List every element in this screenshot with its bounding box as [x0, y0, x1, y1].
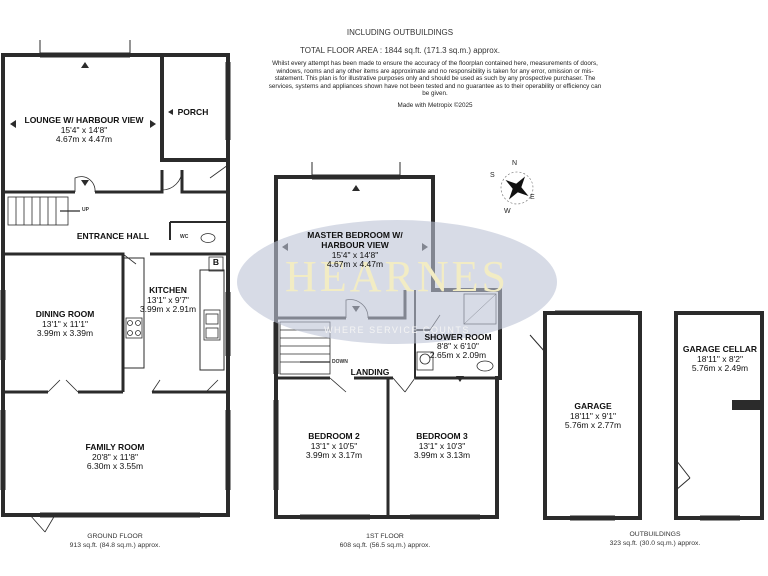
compass-icon — [500, 171, 534, 205]
porch-name: PORCH — [177, 107, 209, 117]
first-floor-outer-wall — [274, 175, 502, 519]
first-floor-label: 1ST FLOOR — [366, 533, 404, 540]
bed2-imperial: 13'1" x 10'5" — [310, 441, 358, 451]
kitchen-imperial: 13'1" x 9'7" — [147, 295, 189, 305]
cellar-metric: 5.76m x 2.49m — [691, 363, 749, 373]
bed2-name: BEDROOM 2 — [308, 431, 360, 441]
cellar-name: GARAGE CELLAR — [682, 344, 758, 354]
kitchen-worktop-right — [199, 269, 225, 371]
watermark-tagline: WHERE SERVICE COUNTS — [324, 325, 470, 335]
family-metric: 6.30m x 3.55m — [86, 461, 144, 471]
family-name: FAMILY ROOM — [85, 442, 145, 452]
credit: Made with Metropix ©2025 — [397, 102, 473, 109]
ground-windows — [0, 40, 231, 518]
porch-arrows — [168, 109, 173, 115]
compass-n: N — [512, 160, 518, 167]
entrance-hall-name: ENTRANCE HALL — [76, 231, 150, 241]
family-imperial: 20'8" x 11'8" — [92, 452, 138, 462]
garage-metric: 5.76m x 2.77m — [564, 420, 622, 430]
watermark-ellipse — [237, 220, 557, 344]
sink — [203, 309, 221, 341]
boiler-label: B — [212, 257, 220, 267]
disclaimer: Whilst every attempt has been made to en… — [268, 60, 602, 98]
ground-doors — [29, 164, 229, 533]
bed3-imperial: 13'1" x 10'3" — [418, 441, 466, 451]
master-name-line2: HARBOUR VIEW — [321, 240, 389, 250]
cellar-pillar — [732, 400, 762, 410]
garage-imperial: 18'11" x 9'1" — [570, 411, 616, 421]
cellar-imperial: 18'11" x 8'2" — [697, 354, 743, 364]
compass-w: W — [504, 208, 511, 215]
outbuildings-area: 323 sq.ft. (30.0 sq.m.) approx. — [609, 540, 701, 547]
garage-name: GARAGE — [574, 401, 612, 411]
master-name-line1: MASTER BEDROOM W/ — [307, 230, 403, 240]
lounge-bottom-wall — [3, 170, 164, 194]
wc-wall — [169, 221, 228, 240]
outbuildings-label: OUTBUILDINGS — [629, 531, 681, 538]
garage-door — [529, 334, 546, 353]
outbuildings-plan — [529, 310, 764, 521]
dining-name: DINING ROOM — [35, 309, 95, 319]
down-label: DOWN — [332, 359, 348, 365]
kitchen-name: KITCHEN — [149, 285, 187, 295]
wc-pan — [200, 233, 216, 243]
first-floor-area: 608 sq.ft. (56.5 sq.m.) approx. — [339, 542, 431, 549]
boiler-box — [208, 256, 224, 272]
compass-s: S — [490, 172, 495, 179]
cellar-wall — [674, 311, 764, 520]
cellar-window — [700, 515, 740, 521]
compass-e: E — [530, 194, 535, 201]
bed2-metric: 3.99m x 3.17m — [305, 450, 363, 460]
kitchen-worktop — [123, 257, 145, 369]
cylinder — [416, 351, 434, 371]
cellar-door — [675, 459, 691, 491]
garage-window — [570, 515, 615, 521]
master-imperial: 15'4" x 14'8" — [331, 250, 379, 260]
lounge-imperial: 15'4" x 14'8" — [60, 125, 108, 135]
first-windows — [273, 162, 480, 520]
landing-name: LANDING — [350, 367, 390, 377]
bed3-name: BEDROOM 3 — [416, 431, 468, 441]
shower-name: SHOWER ROOM — [424, 332, 492, 342]
dining-imperial: 13'1" x 11'1" — [42, 319, 88, 329]
ground-floor-area: 913 sq.ft. (84.8 sq.m.) approx. — [69, 542, 161, 549]
kitchen-metric: 3.99m x 2.91m — [139, 304, 197, 314]
hob — [125, 317, 143, 339]
ground-floor-plan — [0, 40, 231, 533]
basin — [476, 360, 494, 372]
shower-metric: 2.65m x 2.09m — [429, 350, 487, 360]
total-area: TOTAL FLOOR AREA : 1844 sq.ft. (171.3 sq… — [300, 46, 500, 55]
bed3-metric: 3.99m x 3.13m — [413, 450, 471, 460]
up-label: UP — [82, 207, 89, 213]
dining-metric: 3.99m x 3.39m — [36, 328, 94, 338]
wc-name: WC — [180, 234, 189, 240]
lounge-name: LOUNGE W/ HARBOUR VIEW — [24, 115, 144, 125]
watermark-brand: HEARNES — [285, 252, 509, 301]
porch-wall — [162, 53, 230, 160]
garage-wall — [543, 311, 642, 520]
ground-floor-label: GROUND FLOOR — [87, 533, 143, 540]
porch-inner-wall — [180, 170, 228, 194]
subtitle: INCLUDING OUTBUILDINGS — [346, 28, 454, 37]
lounge-metric: 4.67m x 4.47m — [55, 134, 113, 144]
shower-imperial: 8'8" x 6'10" — [437, 341, 479, 351]
master-metric: 4.67m x 4.47m — [326, 259, 384, 269]
ground-stairs — [7, 196, 80, 226]
